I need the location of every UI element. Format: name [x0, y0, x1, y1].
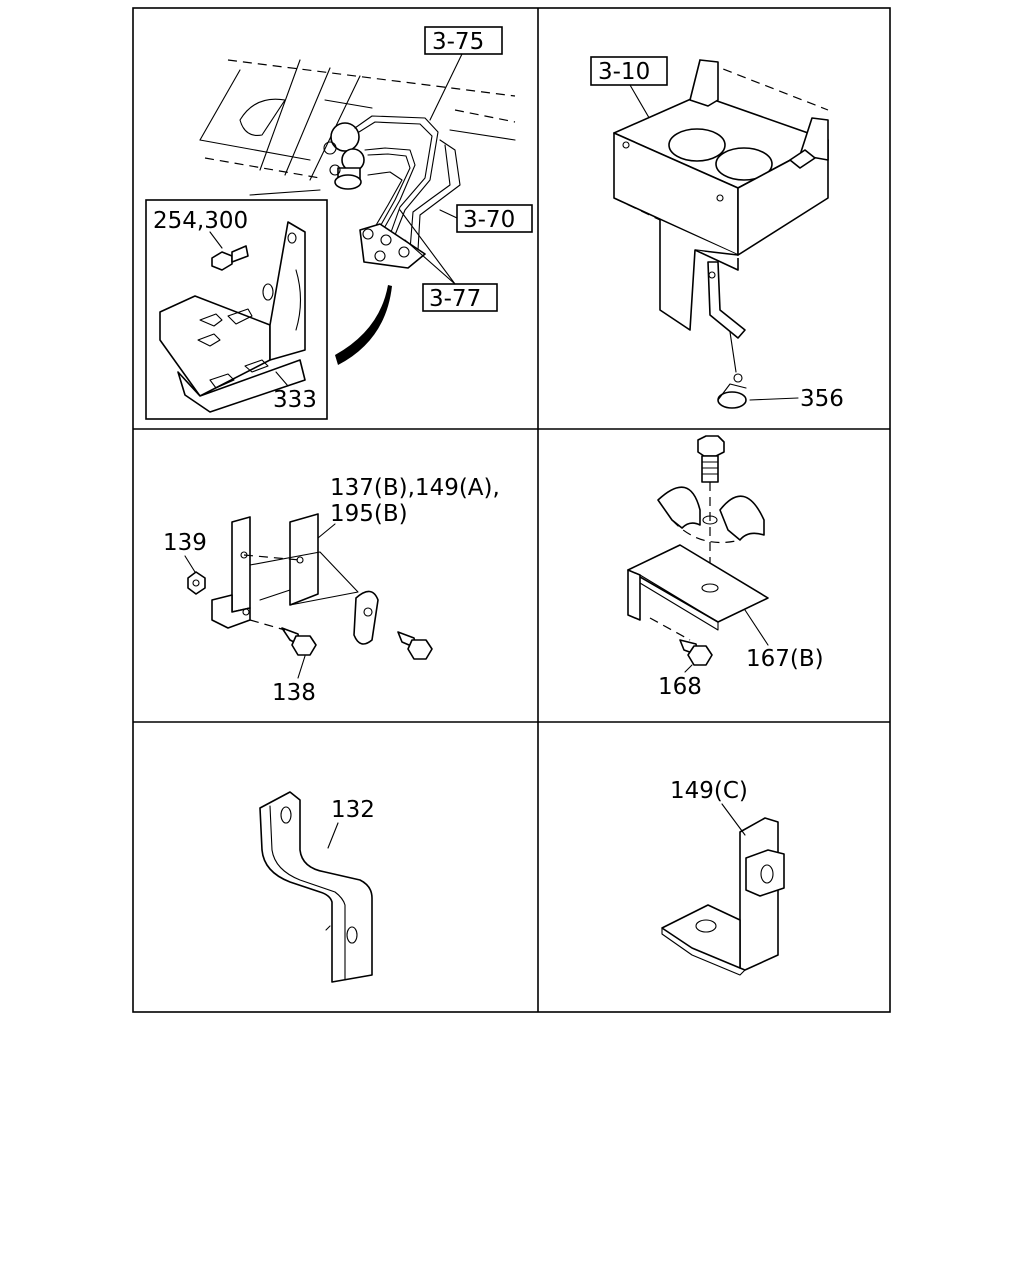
detail-arrow: [335, 285, 392, 365]
z-bracket-panel: 132: [259, 791, 375, 983]
brake-pipe-panel: 3-75 3-70 3-77 254,300: [145, 26, 533, 420]
bracket-clip-panel: 137(B),149(A), 195(B) 139 138: [163, 475, 500, 706]
part-label-149c: 149(C): [670, 778, 748, 804]
battery-box-panel: 3-10 356: [590, 56, 844, 412]
bracket-inset: 254,300 333: [145, 199, 328, 420]
part-label-333: 333: [273, 387, 317, 413]
ref-label-3-75: 3-75: [432, 29, 484, 55]
part-label-137b-149a: 137(B),149(A),: [330, 475, 500, 501]
part-label-356: 356: [800, 386, 844, 412]
reference-labels: 3-75 3-70 3-77: [399, 26, 533, 312]
part-label-168: 168: [658, 674, 702, 700]
junction-block: [359, 223, 426, 269]
ref-label-3-77: 3-77: [429, 286, 481, 312]
part-label-167b: 167(B): [746, 646, 824, 672]
part-label-132: 132: [331, 797, 375, 823]
clamp-356: [717, 373, 747, 409]
part-label-195b: 195(B): [330, 501, 408, 527]
part-label-138: 138: [272, 680, 316, 706]
ref-label-3-70: 3-70: [463, 207, 515, 233]
l-bracket-panel: 149(C): [661, 778, 785, 976]
clip-bracket-panel: 167(B) 168: [627, 435, 824, 700]
brake-valve: [323, 122, 365, 190]
part-label-254-300: 254,300: [153, 208, 248, 234]
brake-pipes: [354, 115, 461, 251]
part-label-139: 139: [163, 530, 207, 556]
diagram-grid: [132, 7, 891, 1013]
ref-label-3-10: 3-10: [598, 59, 650, 85]
